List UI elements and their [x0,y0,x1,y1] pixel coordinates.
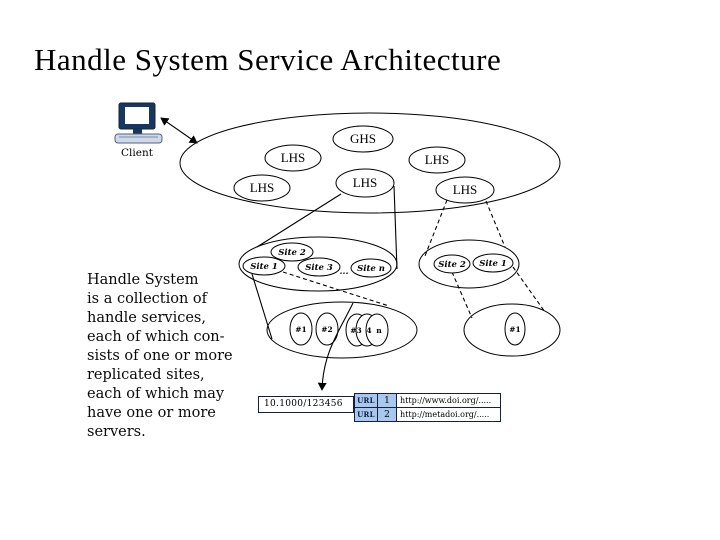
url-index-cell: 2 [377,407,397,422]
connector-lhs-to-right-sites-a [424,199,448,257]
left-servers-ellipse [266,301,418,359]
url-type-cell: URL [354,393,378,408]
client-label: Client [121,147,154,159]
lhs-ellipse-2 [233,174,291,202]
server-3-label: #3 [350,326,362,335]
description-line: Handle System [87,272,199,288]
connector-rsite1-to-right-servers [512,266,546,313]
description-line: handle services, [87,310,206,326]
description-line: each of which con- [87,329,225,345]
lhs-label-5: LHS [453,182,478,197]
left-siten-ellipse [350,258,392,278]
left-site3-label: Site 3 [305,263,333,273]
connector-lhs-to-right-sites-b [485,200,506,248]
resolution-table: URL 1 http://www.doi.org/..... URL 2 htt… [354,393,501,422]
lhs-label-3: LHS [353,175,378,190]
right-server-1-label: #1 [509,325,521,334]
description-line: servers. [87,424,146,440]
description-block: Handle System is a collection of handle … [87,271,233,442]
left-site1-ellipse [242,256,286,276]
connector-lhs-to-left-sites-a [256,193,342,248]
table-row: URL 2 http://metadoi.org/..... [354,407,501,422]
server-2-label: #2 [321,325,333,334]
server-n-label: n [376,326,382,335]
server-2-ellipse [315,312,339,346]
description-line: each of which may [87,386,225,402]
lhs-label-2: LHS [250,180,275,195]
client-computer-icon [114,102,163,144]
lhs-ellipse-4 [408,146,466,174]
lhs-ellipse-1 [264,144,322,172]
left-site2-ellipse [270,242,314,262]
url-value-cell: http://metadoi.org/..... [396,407,501,422]
page-title: Handle System Service Architecture [34,42,502,77]
right-server-1-ellipse [504,312,526,346]
ghs-ellipse [332,125,394,153]
server-n-ellipse [365,313,389,347]
left-siten-label: Site n [357,264,385,274]
ghs-label: GHS [350,131,376,146]
description-line: have one or more [87,405,216,421]
connector-lhs-to-left-sites-b [393,185,398,270]
lhs-label-4: LHS [425,152,450,167]
lhs-ellipse-5 [435,176,495,204]
description-line: sists of one or more [87,348,233,364]
left-site2-label: Site 2 [278,248,306,258]
description-line: is a collection of [87,291,208,307]
right-site1-ellipse [472,253,514,273]
url-index-cell: 1 [377,393,397,408]
server-4-label: 4 [366,326,371,335]
right-site2-label: Site 2 [438,260,466,270]
table-row: URL 1 http://www.doi.org/..... [354,393,501,408]
left-site3-ellipse [297,257,341,277]
url-value-cell: http://www.doi.org/..... [396,393,501,408]
left-sites-ellipsis: ... [340,267,349,277]
connector-rsite2-to-right-servers [451,271,473,319]
right-site2-ellipse [433,254,471,274]
lhs-label-1: LHS [281,150,306,165]
description-line: replicated sites, [87,367,205,383]
right-site1-label: Site 1 [479,259,507,269]
client-service-arrow [160,117,198,144]
left-site1-label: Site 1 [250,262,278,272]
server-1-label: #1 [295,325,307,334]
server-1-ellipse [289,312,313,346]
server-to-table-arrow [317,302,354,391]
connector-site1-to-left-servers [251,273,273,340]
handle-value-box: 10.1000/123456 [258,396,354,413]
lhs-ellipse-3 [335,168,395,198]
url-type-cell: URL [354,407,378,422]
connector-site1-to-left-servers-dashed [282,271,390,307]
